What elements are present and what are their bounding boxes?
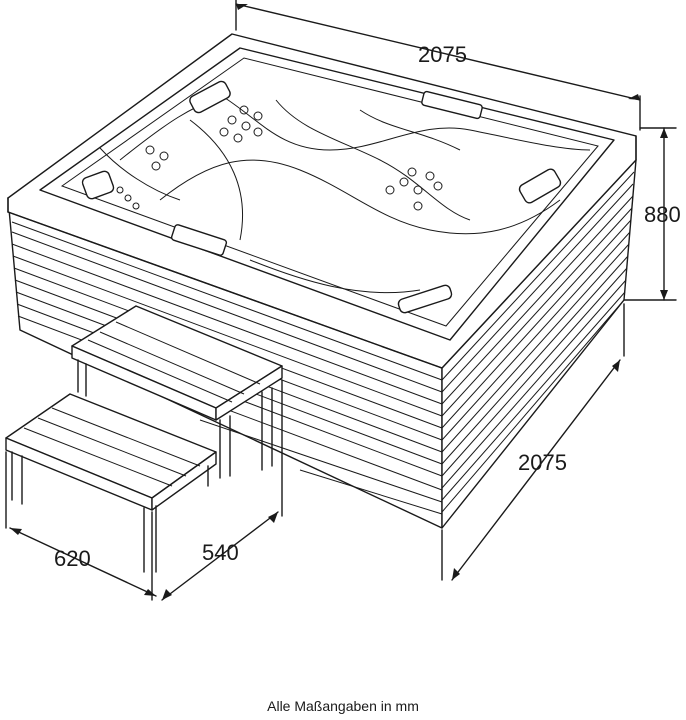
hot-tub-drawing bbox=[7, 33, 637, 529]
units-caption: Alle Maßangaben in mm bbox=[267, 698, 419, 714]
height-label: 880 bbox=[644, 202, 681, 227]
top-width-label: 2075 bbox=[418, 42, 467, 67]
side-depth-label: 2075 bbox=[518, 450, 567, 475]
step-width-label: 620 bbox=[54, 546, 91, 571]
dimension-lines bbox=[5, 0, 677, 601]
step-stool-drawing bbox=[5, 305, 283, 573]
step-depth-label: 540 bbox=[202, 540, 239, 565]
